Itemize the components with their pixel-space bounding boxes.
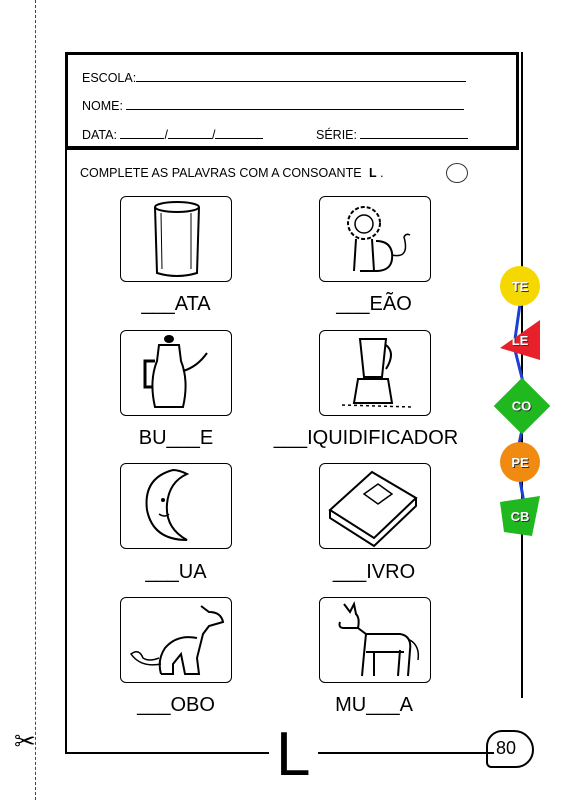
word-blank: ___ATA [141,293,211,315]
picture-card [319,597,431,683]
book-icon [328,470,418,548]
side-badge-label: PE [511,454,529,470]
date-line: DATA: / / [82,127,264,142]
picture-card [120,597,232,683]
school-label: ESCOLA: [82,71,137,85]
cloud-icon [446,163,468,183]
date-separator: / [211,128,216,142]
grade-label: SÉRIE: [316,128,357,142]
word-blank: ___IVRO [332,561,416,583]
picture-card [120,196,232,282]
word-blank: BU___E [138,427,214,449]
side-badge-label: TE [511,278,529,294]
kettle-icon [143,335,208,408]
instruction-text: COMPLETE AS PALAVRAS COM A CONSOANTE [80,166,362,180]
picture-card [120,330,232,416]
grade-field[interactable] [360,127,469,139]
side-badge-cb: CB [500,496,540,536]
date-day-field[interactable] [120,127,165,139]
date-month-field[interactable] [167,127,212,139]
page-number-bubble [486,730,534,768]
picture-card [319,463,431,549]
instruction-period: . [380,166,384,180]
moon-icon [145,468,190,541]
name-field[interactable] [126,98,465,110]
side-badge-te: TE [500,266,540,306]
side-badge-label: CB [510,508,530,524]
word-blank: ___IQUIDIFICADOR [273,427,459,449]
name-label: NOME: [82,99,123,113]
picture-card [319,330,431,416]
word-blank: ___UA [145,561,207,583]
picture-card [120,463,232,549]
name-line: NOME: [82,98,465,113]
instruction-letter: L [369,166,377,180]
page-number: 80 [496,738,517,758]
date-label: DATA: [82,128,117,142]
date-year-field[interactable] [215,127,264,139]
footer-letter: L [276,720,311,789]
side-badge-label: CO [512,398,532,414]
wolf-icon [129,605,225,675]
instruction: COMPLETE AS PALAVRAS COM A CONSOANTE L . [80,166,384,180]
blender-icon [341,338,413,408]
can-icon [154,201,200,277]
scissors-icon: ✂ [14,726,36,756]
lion-icon [347,206,411,272]
word-blank: ___EÃO [336,293,412,315]
frame-bottom-left [65,752,269,754]
school-line: ESCOLA: [82,70,467,85]
frame-left [65,52,67,754]
frame-bottom-right [318,752,494,754]
header-box: ESCOLA: NOME: DATA: / / SÉRIE: [65,52,519,150]
word-blank: ___OBO [137,694,215,716]
picture-card [319,196,431,282]
date-separator: / [164,128,168,142]
cut-line [35,0,36,800]
school-field[interactable] [136,70,467,82]
side-badge-pe: PE [500,442,540,482]
mule-icon [338,600,420,677]
word-blank: MU___A [335,694,413,716]
grade-line: SÉRIE: [316,127,469,142]
